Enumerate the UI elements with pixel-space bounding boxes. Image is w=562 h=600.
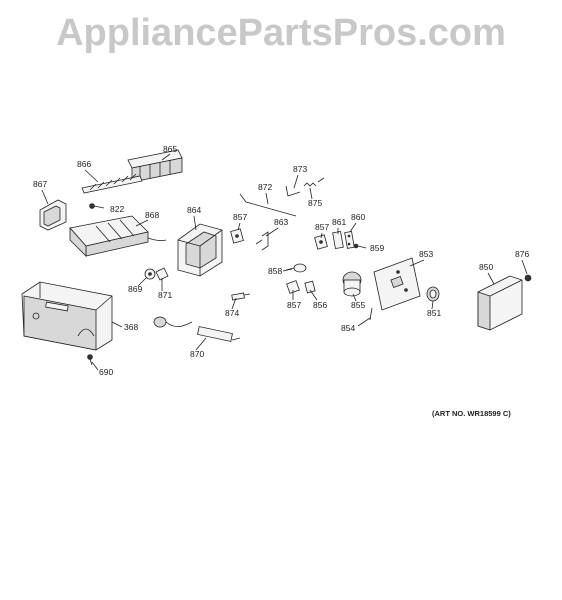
part-858-drawing[interactable] <box>285 263 307 273</box>
part-867-drawing[interactable] <box>39 199 67 231</box>
part-label-851: 851 <box>427 308 441 318</box>
part-857a-drawing[interactable] <box>230 228 244 244</box>
part-label-868: 868 <box>145 210 159 220</box>
leader-lines <box>41 153 528 371</box>
part-866-drawing[interactable] <box>81 173 143 194</box>
part-868-drawing[interactable] <box>69 215 167 257</box>
part-label-875: 875 <box>308 198 322 208</box>
part-690-drawing[interactable] <box>87 354 93 366</box>
part-label-853: 853 <box>419 249 433 259</box>
part-873-drawing[interactable] <box>285 185 301 197</box>
part-851-drawing[interactable] <box>426 286 440 302</box>
part-859-drawing[interactable] <box>353 243 367 249</box>
part-label-864: 864 <box>187 205 201 215</box>
part-855-drawing[interactable] <box>342 271 362 297</box>
part-label-858: 858 <box>268 266 282 276</box>
part-label-690: 690 <box>99 367 113 377</box>
part-871-drawing[interactable] <box>155 267 169 281</box>
part-label-866: 866 <box>77 159 91 169</box>
part-875-drawing[interactable] <box>303 177 325 187</box>
part-869-drawing[interactable] <box>144 268 156 280</box>
part-label-857c: 857 <box>287 300 301 310</box>
part-label-872: 872 <box>258 182 272 192</box>
part-864-drawing[interactable] <box>177 223 223 277</box>
part-label-867: 867 <box>33 179 47 189</box>
part-368-drawing[interactable] <box>21 281 113 351</box>
part-870-drawing[interactable] <box>153 316 241 342</box>
watermark-logo: AppliancePartsPros.com <box>56 12 506 54</box>
part-label-822: 822 <box>110 204 124 214</box>
part-872-drawing[interactable] <box>239 193 297 217</box>
part-876-drawing[interactable] <box>524 274 532 282</box>
part-857c-drawing[interactable] <box>286 280 300 294</box>
part-label-874: 874 <box>225 308 239 318</box>
part-874-drawing[interactable] <box>231 292 251 301</box>
part-label-860: 860 <box>351 212 365 222</box>
part-854-drawing[interactable] <box>369 307 373 321</box>
part-label-857b: 857 <box>315 222 329 232</box>
part-label-870: 870 <box>190 349 204 359</box>
part-863-drawing[interactable] <box>255 231 269 251</box>
part-label-873: 873 <box>293 164 307 174</box>
part-865-drawing[interactable] <box>127 149 183 183</box>
part-label-865: 865 <box>163 144 177 154</box>
part-label-856: 856 <box>313 300 327 310</box>
part-856-drawing[interactable] <box>304 280 316 294</box>
part-label-857a: 857 <box>233 212 247 222</box>
art-number: (ART NO. WR18599 C) <box>432 409 511 418</box>
part-label-850: 850 <box>479 262 493 272</box>
part-label-855: 855 <box>351 300 365 310</box>
part-label-863: 863 <box>274 217 288 227</box>
part-label-368: 368 <box>124 322 138 332</box>
part-label-854: 854 <box>341 323 355 333</box>
part-label-861: 861 <box>332 217 346 227</box>
part-853-drawing[interactable] <box>373 257 421 311</box>
part-850-drawing[interactable] <box>477 275 523 331</box>
part-822-drawing[interactable] <box>89 203 105 209</box>
part-861-drawing[interactable] <box>332 230 344 250</box>
part-label-869: 869 <box>128 284 142 294</box>
part-label-871: 871 <box>158 290 172 300</box>
part-label-876: 876 <box>515 249 529 259</box>
part-label-859: 859 <box>370 243 384 253</box>
part-857b-drawing[interactable] <box>314 234 328 250</box>
part-860-drawing[interactable] <box>344 230 355 249</box>
